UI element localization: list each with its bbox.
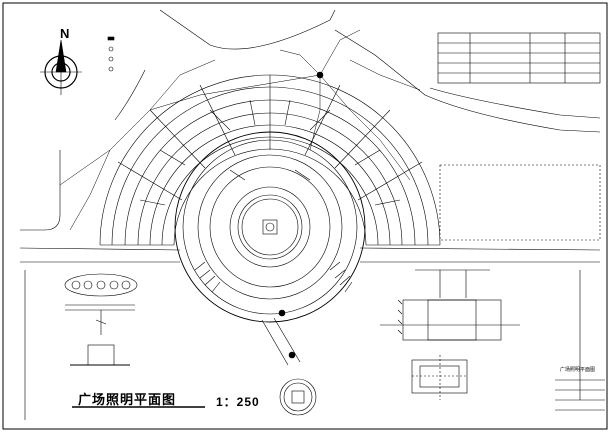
south-walkway xyxy=(261,309,317,416)
base-plan-detail xyxy=(411,355,468,400)
legend-symbols xyxy=(107,36,115,72)
foundation-detail xyxy=(380,269,520,341)
terrace-rings xyxy=(99,74,441,246)
north-arrow xyxy=(40,39,82,95)
north-label: N xyxy=(60,26,70,41)
site-boundary xyxy=(19,9,601,420)
drawing-scale: 1：250 xyxy=(216,395,260,409)
title-block xyxy=(555,379,605,411)
center-fountain xyxy=(262,219,278,235)
legend-table xyxy=(437,32,601,84)
central-plaza xyxy=(174,131,366,323)
drawing-title: 广场照明平面图 xyxy=(78,393,177,408)
planter-detail xyxy=(64,273,138,366)
title-block-caption: 广场照明平面图 xyxy=(560,367,596,373)
distribution-box xyxy=(316,71,324,79)
lighting-circuits xyxy=(59,29,421,231)
